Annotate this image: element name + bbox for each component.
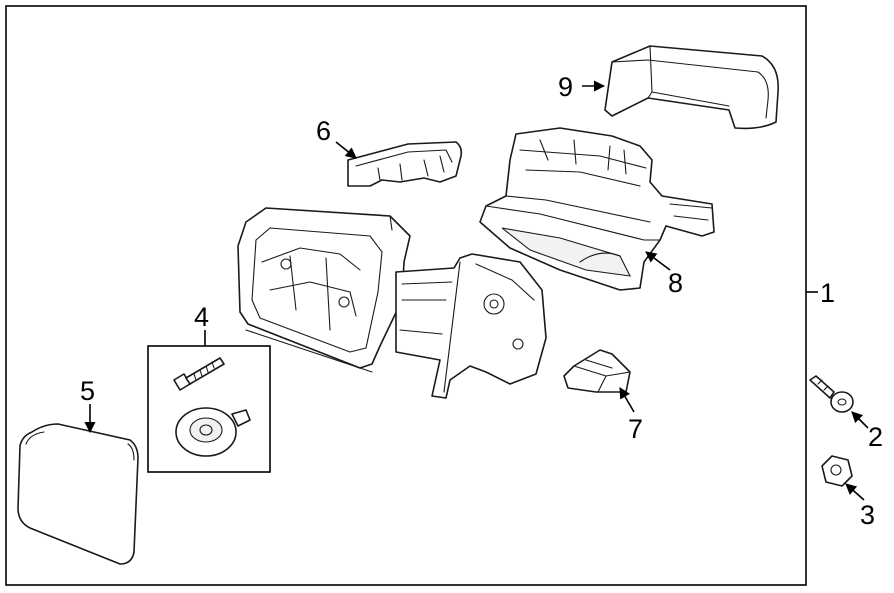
part-9-skull-cap [604,45,779,130]
callout-8: 8 [668,268,683,298]
leader-2 [851,411,869,429]
part-3-nut [821,455,853,487]
callout-6: 6 [316,116,331,146]
callout-7: 7 [628,414,643,444]
part-6-cover [347,141,463,187]
part-7-clip [563,349,631,393]
callout-2: 2 [868,422,883,452]
part-2-bolt [809,375,854,413]
leader-6 [335,141,357,159]
mirror-arm-pivot [395,253,547,399]
callout-9: 9 [558,72,573,102]
mirror-frame-assembly [237,207,411,373]
leader-3 [845,483,865,501]
leader-7 [619,387,635,413]
callout-3: 3 [860,500,875,530]
diagram-frame [5,5,807,586]
part-4-box [147,345,271,473]
callout-4: 4 [194,302,209,332]
part-4-screw [173,357,225,391]
leader-8 [645,251,671,271]
part-5-mirror-glass [17,423,139,565]
part-4-grommet [175,407,251,457]
callout-1: 1 [820,278,835,308]
part-4-kit [147,345,271,473]
part-8-housing [479,127,715,291]
callout-5: 5 [80,376,95,406]
